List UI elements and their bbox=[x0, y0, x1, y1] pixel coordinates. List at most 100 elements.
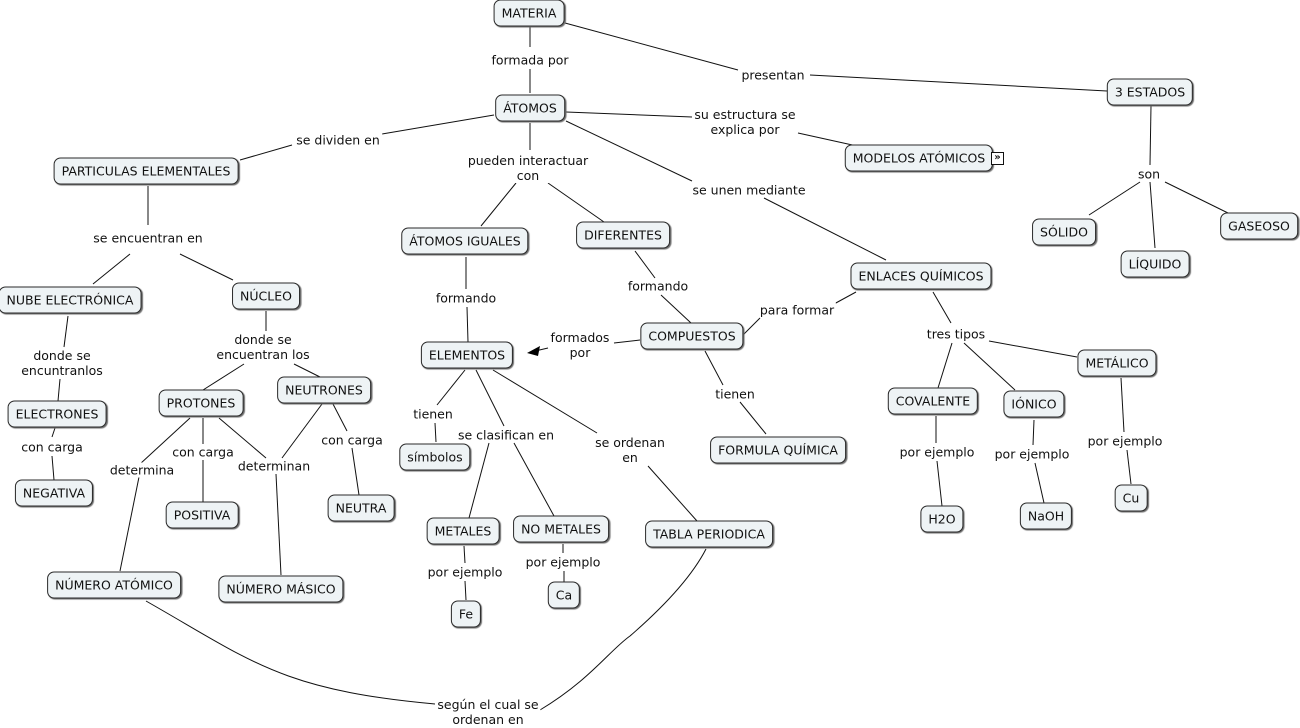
connector-line bbox=[932, 291, 952, 324]
connector-line bbox=[466, 306, 469, 343]
connector-line bbox=[565, 111, 693, 118]
link-phrase: determina bbox=[107, 462, 177, 478]
connector-line bbox=[139, 417, 191, 465]
connector-line bbox=[218, 417, 267, 459]
connector-line bbox=[202, 363, 245, 391]
concept-negativa[interactable]: NEGATIVA bbox=[14, 479, 94, 507]
link-phrase: presentan bbox=[739, 67, 807, 83]
link-phrase: según el cual se ordenan en bbox=[435, 697, 541, 727]
connector-curve bbox=[539, 548, 707, 711]
concept-fe[interactable]: Fe bbox=[450, 600, 482, 628]
link-phrase: se unen mediante bbox=[690, 182, 808, 198]
connector-line bbox=[434, 422, 437, 443]
concept-no-metales[interactable]: NO METALES bbox=[513, 515, 609, 543]
connector-line bbox=[647, 465, 698, 522]
concept-electrones[interactable]: ELECTRONES bbox=[7, 400, 107, 428]
connector-line bbox=[51, 455, 55, 481]
concept-particulas-elementales[interactable]: PARTICULAS ELEMENTALES bbox=[53, 157, 239, 185]
concept-neutra[interactable]: NEUTRA bbox=[327, 494, 395, 522]
connector-line bbox=[475, 369, 505, 427]
link-phrase: donde se encuntranlos bbox=[19, 348, 105, 378]
connector-line bbox=[480, 182, 517, 227]
connector-line bbox=[51, 427, 56, 438]
link-phrase: por ejemplo bbox=[425, 564, 505, 580]
connector-line bbox=[119, 476, 140, 572]
link-phrase: formados por bbox=[548, 330, 612, 360]
connector-line bbox=[1034, 462, 1045, 504]
connector-line bbox=[332, 403, 348, 432]
concept-ca[interactable]: Ca bbox=[547, 581, 581, 609]
connector-line bbox=[281, 403, 323, 459]
connector-line bbox=[937, 342, 953, 389]
concept-elementos[interactable]: ELEMENTOS bbox=[420, 341, 514, 369]
concept-metalico[interactable]: METÁLICO bbox=[1077, 349, 1157, 377]
concept-naoh[interactable]: NaOH bbox=[1019, 502, 1073, 530]
link-phrase: pueden interactuar con bbox=[465, 153, 591, 183]
link-phrase: con carga bbox=[19, 439, 85, 455]
concept-gaseoso[interactable]: GASEOSO bbox=[1220, 212, 1298, 240]
link-phrase: determinan bbox=[235, 458, 313, 474]
connector-line bbox=[833, 291, 857, 305]
concept-atomos[interactable]: ÁTOMOS bbox=[495, 94, 565, 122]
link-phrase: formando bbox=[433, 290, 499, 306]
concept-metales[interactable]: METALES bbox=[426, 517, 500, 545]
connector-line bbox=[381, 114, 495, 135]
link-phrase: con carga bbox=[170, 444, 236, 460]
connector-line bbox=[809, 74, 1108, 92]
connector-line bbox=[1149, 105, 1152, 166]
concept-solido[interactable]: SÓLIDO bbox=[1032, 218, 1096, 246]
connector-line bbox=[239, 144, 293, 161]
connector-line bbox=[92, 253, 131, 285]
connector-line bbox=[436, 369, 466, 406]
arrowhead-icon bbox=[527, 346, 540, 356]
connector-line bbox=[565, 120, 693, 182]
link-phrase: se ordenan en bbox=[593, 435, 667, 465]
connector-line bbox=[275, 473, 282, 576]
link-phrase: por ejemplo bbox=[523, 554, 603, 570]
concept-diferentes[interactable]: DIFERENTES bbox=[576, 221, 670, 249]
link-phrase: tienen bbox=[713, 386, 757, 402]
connector-line bbox=[1164, 181, 1229, 214]
connector-line bbox=[1120, 377, 1125, 433]
concept-neutrones[interactable]: NEUTRONES bbox=[277, 376, 371, 404]
connector-line bbox=[936, 460, 943, 507]
concept-liquido[interactable]: LÍQUIDO bbox=[1120, 250, 1190, 278]
concept-nube-electronica[interactable]: NUBE ELECTRÓNICA bbox=[0, 286, 142, 314]
concept-tabla-periodica[interactable]: TABLA PERIODICA bbox=[645, 520, 773, 548]
concept-compuestos[interactable]: COMPUESTOS bbox=[640, 322, 744, 350]
link-phrase: para formar bbox=[757, 302, 837, 318]
concept-ionico[interactable]: IÓNICO bbox=[1003, 390, 1065, 418]
connector-line bbox=[1032, 419, 1035, 446]
concept-simbolos[interactable]: símbolos bbox=[399, 443, 471, 471]
concept-3-estados[interactable]: 3 ESTADOS bbox=[1106, 78, 1194, 106]
concept-nucleo[interactable]: NÚCLEO bbox=[232, 282, 300, 310]
concept-protones[interactable]: PROTONES bbox=[158, 389, 244, 417]
connector-line bbox=[547, 182, 605, 223]
concept-atomos-iguales[interactable]: ÁTOMOS IGUALES bbox=[401, 227, 529, 255]
concept-numero-atomico[interactable]: NÚMERO ATÓMICO bbox=[47, 571, 181, 599]
link-phrase: se dividen en bbox=[294, 132, 382, 148]
concept-positiva[interactable]: POSITIVA bbox=[165, 501, 239, 529]
connector-line bbox=[1126, 449, 1132, 485]
connector-line bbox=[963, 342, 1016, 391]
connector-line bbox=[660, 294, 692, 324]
connector-line bbox=[1149, 181, 1156, 249]
concept-numero-masico[interactable]: NÚMERO MÁSICO bbox=[218, 575, 344, 603]
concept-h2o[interactable]: H2O bbox=[920, 505, 964, 533]
link-phrase: donde se encuentran los bbox=[214, 332, 312, 362]
concept-modelos-atomicos[interactable]: MODELOS ATÓMICOS bbox=[844, 144, 994, 172]
connector-line bbox=[704, 350, 724, 386]
concept-materia[interactable]: MATERIA bbox=[493, 0, 565, 27]
concept-cu[interactable]: Cu bbox=[1114, 484, 1148, 512]
connector-line bbox=[739, 401, 767, 435]
connector-line bbox=[351, 447, 360, 496]
link-phrase: tienen bbox=[411, 406, 455, 422]
concept-enlaces-quimicos[interactable]: ENLACES QUÍMICOS bbox=[850, 262, 992, 290]
connector-line bbox=[468, 442, 490, 519]
concept-formula-quimica[interactable]: FORMULA QUÍMICA bbox=[710, 436, 846, 464]
connector-line bbox=[293, 363, 321, 378]
connector-line bbox=[1088, 181, 1141, 216]
connector-line bbox=[63, 315, 69, 348]
concept-link-icon[interactable]: » bbox=[991, 152, 1004, 165]
concept-covalente[interactable]: COVALENTE bbox=[887, 387, 979, 415]
